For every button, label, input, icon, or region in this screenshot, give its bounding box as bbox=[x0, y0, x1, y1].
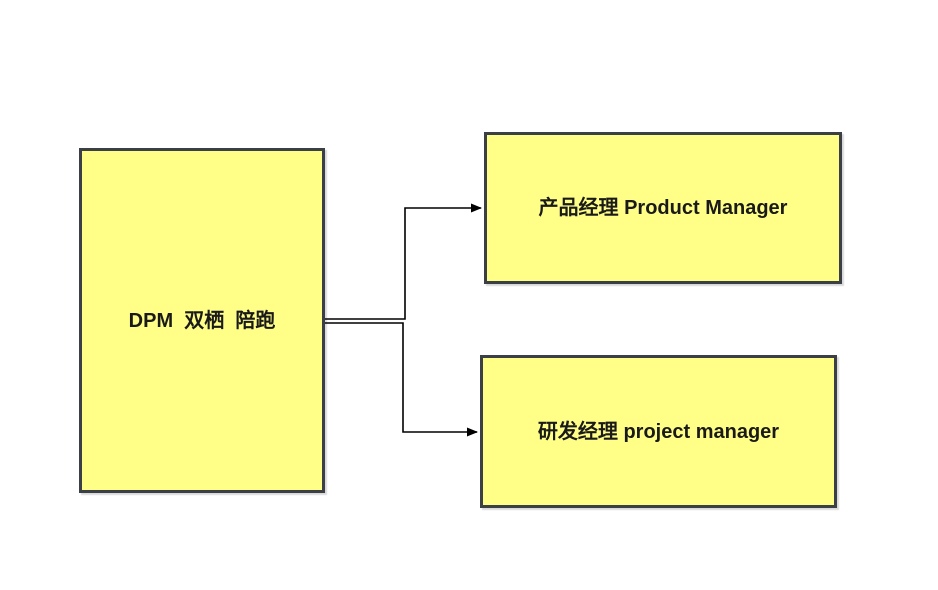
node-dpm-label: DPM 双栖 陪跑 bbox=[128, 309, 276, 332]
node-project-manager[interactable]: 研发经理 project manager bbox=[480, 355, 837, 508]
node-project-manager-label: 研发经理 project manager bbox=[537, 420, 780, 443]
connector-dpm-to-project-manager bbox=[325, 322, 478, 437]
node-product-manager-label: 产品经理 Product Manager bbox=[538, 197, 788, 219]
node-product-manager[interactable]: 产品经理 Product Manager bbox=[484, 132, 842, 284]
node-dpm[interactable]: DPM 双栖 陪跑 bbox=[79, 148, 325, 493]
connector-dpm-to-product-manager bbox=[325, 203, 482, 320]
